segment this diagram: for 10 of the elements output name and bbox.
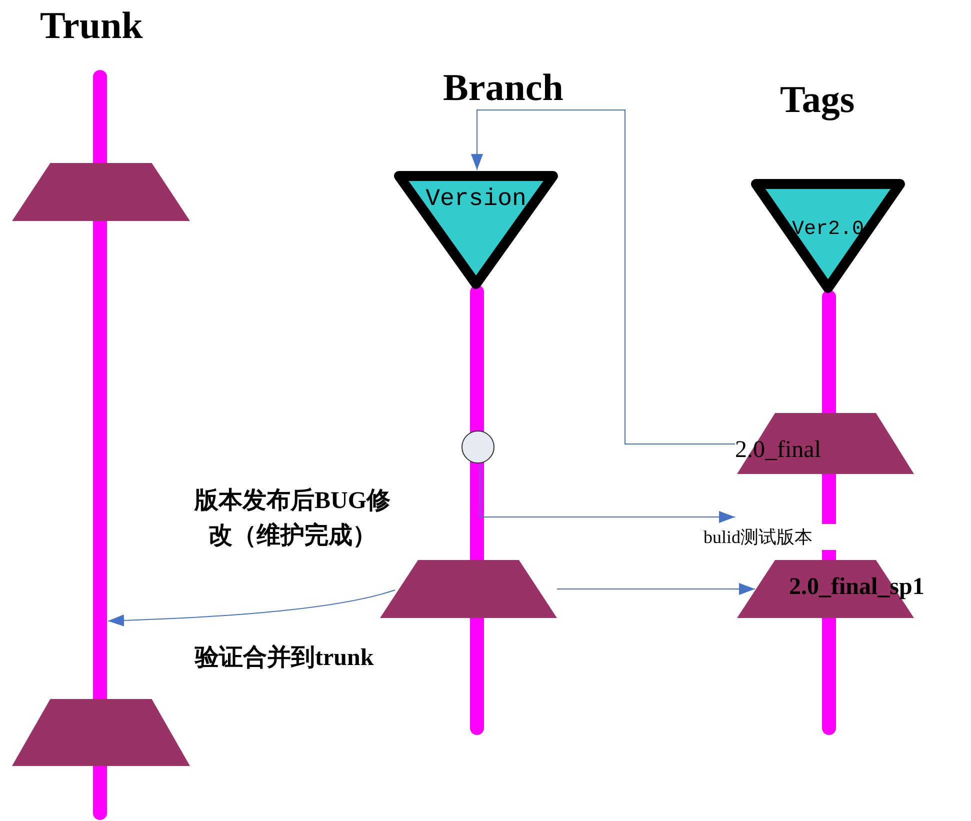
note-text: 验证合并到trunk — [195, 643, 374, 673]
arrow — [556, 583, 756, 595]
column-title: Branch — [443, 66, 564, 110]
column-title: Tags — [780, 78, 855, 122]
arrow — [480, 464, 736, 523]
version-label: Ver2.0 — [790, 218, 865, 241]
version-label: Version — [424, 186, 528, 213]
arrow — [108, 590, 396, 626]
column-title: Trunk — [40, 4, 143, 48]
arrow — [471, 110, 736, 444]
